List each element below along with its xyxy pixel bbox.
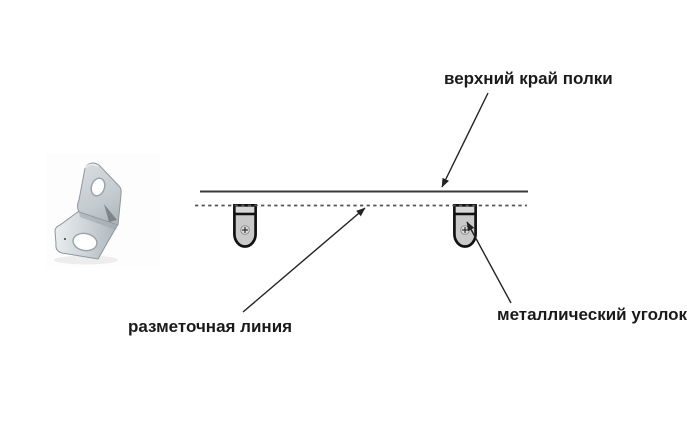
screw-icon: [240, 225, 250, 235]
label-shelf-top-edge: верхний край полки: [444, 69, 613, 88]
arrow-to-shelf-edge: [441, 92, 489, 188]
bracket-lower-hole: [72, 232, 98, 252]
label-marking-line: разметочная линия: [128, 317, 293, 336]
metal-corner-bracket-photo: [46, 154, 160, 268]
arrow-to-bracket-icon: [466, 221, 512, 304]
bracket-upper-hole: [90, 177, 106, 197]
bracket-marker-icon-right: [453, 204, 477, 248]
arrow-to-marking-line: [242, 207, 366, 313]
label-metal-bracket: металлический уголок: [497, 305, 688, 324]
screw-icon: [460, 225, 470, 235]
bracket-marker-icon-left: [233, 204, 257, 248]
